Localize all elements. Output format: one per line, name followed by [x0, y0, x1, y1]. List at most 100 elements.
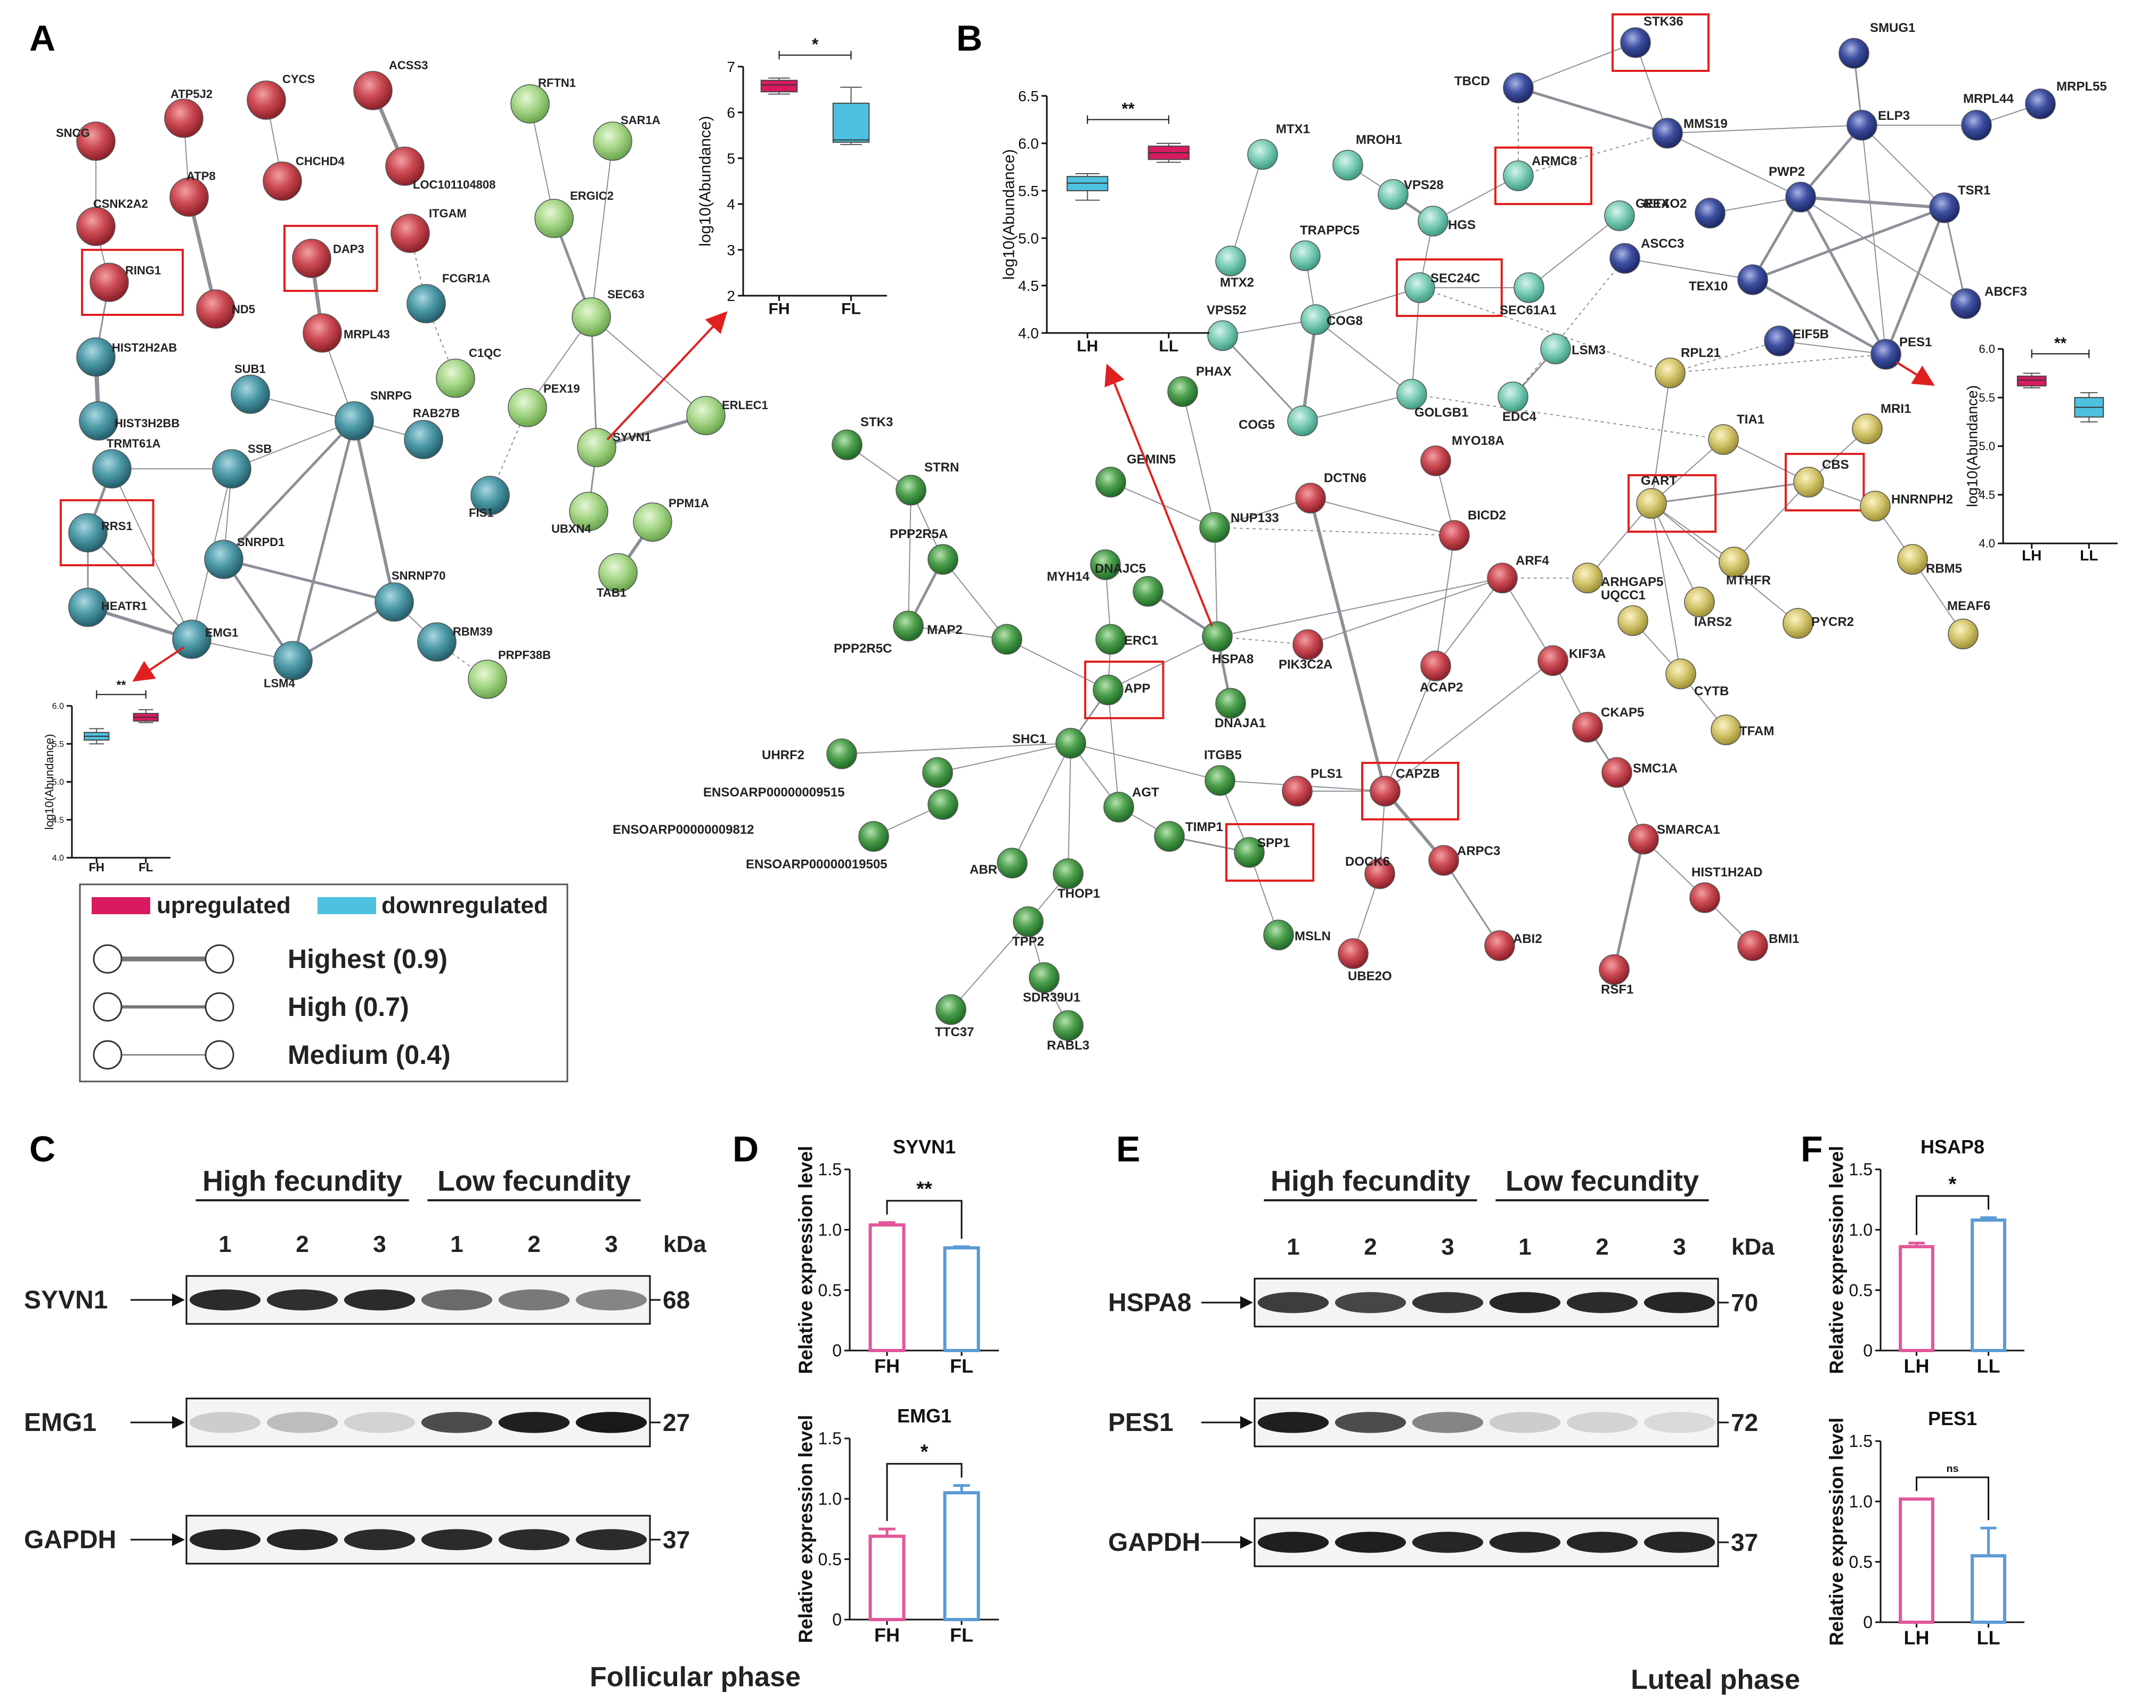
network-node-sec63[interactable]: SEC63: [572, 288, 645, 337]
network-node-rpl21[interactable]: RPL21: [1655, 346, 1721, 388]
network-node-abi2[interactable]: ABI2: [1484, 930, 1542, 961]
network-node-smc1a[interactable]: SMC1A: [1601, 757, 1678, 788]
network-node-itgb5[interactable]: ITGB5: [1204, 748, 1242, 796]
network-node-dock6[interactable]: DOCK6: [1345, 855, 1395, 889]
network-node-itgam[interactable]: ITGAM: [390, 207, 467, 253]
network-node-ensoarp00000019505[interactable]: ENSOARP00000019505: [746, 821, 889, 872]
network-node-rsf1[interactable]: RSF1: [1599, 954, 1633, 997]
network-node-edc4[interactable]: EDC4: [1498, 381, 1537, 424]
network-node-atp5j2[interactable]: ATP5J2: [164, 87, 213, 138]
network-node-lsm4[interactable]: LSM4: [264, 641, 313, 690]
network-node-emg1[interactable]: EMG1: [172, 620, 238, 659]
network-node-map2[interactable]: MAP2: [927, 623, 1022, 655]
network-node-arhgap5[interactable]: ARHGAP5: [1572, 563, 1663, 593]
network-node-ube2o[interactable]: UBE2O: [1338, 938, 1392, 983]
network-node-nd5[interactable]: ND5: [196, 289, 255, 329]
network-node-tex10[interactable]: TEX10: [1689, 264, 1768, 295]
network-node-ring1[interactable]: RING1: [81, 249, 184, 316]
network-node-ubxn4[interactable]: UBXN4: [551, 492, 608, 535]
network-node-ensoarp00000009812[interactable]: ENSOARP00000009812: [613, 789, 958, 837]
network-node-armc8[interactable]: ARMC8: [1494, 147, 1592, 205]
network-node-mthfr[interactable]: MTHFR: [1719, 547, 1771, 588]
network-node-pycr2[interactable]: PYCR2: [1783, 608, 1854, 639]
network-node-pes1[interactable]: PES1: [1870, 335, 1932, 370]
network-node-pex19[interactable]: PEX19: [508, 382, 580, 427]
network-node-tpp2[interactable]: TPP2: [1012, 906, 1044, 949]
network-node-thop1[interactable]: THOP1: [1053, 858, 1100, 901]
network-node-cog5[interactable]: COG5: [1239, 405, 1318, 436]
network-node-chchd4[interactable]: CHCHD4: [263, 154, 345, 201]
network-node-cbs[interactable]: CBS: [1785, 453, 1865, 511]
network-node-acss3[interactable]: ACSS3: [353, 59, 428, 110]
network-node-uqcc1[interactable]: UQCC1: [1601, 588, 1648, 636]
network-node-fcgr1a[interactable]: FCGR1A: [406, 272, 491, 323]
network-node-snrnp70[interactable]: SNRNP70: [375, 569, 445, 622]
network-node-eif5b[interactable]: EIF5B: [1764, 326, 1829, 356]
network-node-hist1h2ad[interactable]: HIST1H2AD: [1689, 865, 1762, 913]
network-node-stk3[interactable]: STK3: [832, 415, 893, 460]
network-node-ergic2[interactable]: ERGIC2: [534, 189, 614, 238]
network-node-erc1[interactable]: ERC1: [1095, 624, 1158, 655]
network-node-meaf6[interactable]: MEAF6: [1947, 599, 1990, 649]
network-node-ssb[interactable]: SSB: [212, 442, 272, 489]
network-node-nup133[interactable]: NUP133: [1199, 511, 1279, 543]
network-node-abcf3[interactable]: ABCF3: [1950, 284, 2027, 319]
network-node-cog8[interactable]: COG8: [1300, 304, 1363, 335]
network-node-mri1[interactable]: MRI1: [1852, 402, 1911, 444]
network-node-rexo2[interactable]: REXO2: [1644, 197, 1726, 229]
network-node-stk36[interactable]: STK36: [1612, 13, 1710, 72]
network-node-ppp2r5c[interactable]: PPP2R5C: [834, 611, 924, 656]
network-node-abr[interactable]: ABR: [970, 848, 1028, 879]
network-node-rftn1[interactable]: RFTN1: [510, 76, 576, 124]
network-node-ppm1a[interactable]: PPM1A: [633, 497, 709, 542]
network-node-phax[interactable]: PHAX: [1167, 364, 1232, 407]
network-node-mroh1[interactable]: MROH1: [1332, 133, 1402, 181]
network-node-sdr39u1[interactable]: SDR39U1: [1023, 962, 1080, 1005]
network-node-hspa8[interactable]: HSPA8: [1202, 621, 1254, 666]
network-node-ppp2r5a[interactable]: PPP2R5A: [890, 527, 958, 575]
network-node-vps52[interactable]: VPS52: [1207, 303, 1247, 351]
network-node-c1qc[interactable]: C1QC: [436, 346, 501, 398]
network-node-hgs[interactable]: HGS: [1418, 206, 1476, 237]
network-node-rbm5[interactable]: RBM5: [1897, 544, 1962, 576]
network-node-cycs[interactable]: CYCS: [247, 72, 315, 120]
network-node-tfam[interactable]: TFAM: [1711, 714, 1774, 745]
network-node-mrpl44[interactable]: MRPL44: [1961, 92, 2014, 141]
network-node-heatr1[interactable]: HEATR1: [68, 588, 147, 627]
network-node-pwp2[interactable]: PWP2: [1769, 165, 1816, 213]
network-node-snrpg[interactable]: SNRPG: [335, 389, 412, 441]
network-node-dnaja1[interactable]: DNAJA1: [1215, 688, 1266, 730]
network-node-strn[interactable]: STRN: [896, 460, 959, 506]
network-node-fis1[interactable]: FIS1: [469, 476, 510, 519]
network-node-loc101104808[interactable]: LOC101104808: [385, 147, 495, 191]
network-node-kif3a[interactable]: KIF3A: [1537, 645, 1606, 676]
network-node-cytb[interactable]: CYTB: [1665, 658, 1729, 698]
network-node-myh14[interactable]: MYH14: [1047, 549, 1121, 584]
network-node-arpc3[interactable]: ARPC3: [1428, 844, 1500, 876]
network-node-snrpd1[interactable]: SNRPD1: [204, 535, 284, 579]
network-node-trmt61a[interactable]: TRMT61A: [92, 437, 161, 489]
network-node-iars2[interactable]: IARS2: [1684, 587, 1732, 629]
network-node-smug1[interactable]: SMUG1: [1838, 21, 1915, 69]
network-node-dnajc5[interactable]: DNAJC5: [1095, 562, 1164, 607]
network-node-mrpl43[interactable]: MRPL43: [303, 313, 390, 353]
network-node-erlec1[interactable]: ERLEC1: [686, 396, 768, 435]
network-node-tia1[interactable]: TIA1: [1708, 412, 1764, 455]
network-node-elp3[interactable]: ELP3: [1846, 109, 1910, 141]
network-node-syvn1[interactable]: SYVN1: [577, 428, 651, 467]
network-node-ckap5[interactable]: CKAP5: [1572, 705, 1644, 743]
network-node-lsm3[interactable]: LSM3: [1540, 334, 1606, 364]
network-node-acap2[interactable]: ACAP2: [1420, 650, 1463, 695]
network-node-tbcd[interactable]: TBCD: [1454, 72, 1534, 103]
network-node-rabl3[interactable]: RABL3: [1047, 1010, 1089, 1053]
network-node-bicd2[interactable]: BICD2: [1439, 508, 1506, 551]
network-node-dap3[interactable]: DAP3: [283, 225, 378, 292]
network-node-get4[interactable]: GET4: [1604, 197, 1669, 231]
network-node-ascc3[interactable]: ASCC3: [1609, 237, 1684, 274]
network-node-prpf38b[interactable]: PRPF38B: [468, 648, 551, 699]
network-node-bmi1[interactable]: BMI1: [1737, 930, 1799, 961]
network-node-ensoarp00000009515[interactable]: ENSOARP00000009515: [703, 757, 953, 800]
network-node-mrpl55[interactable]: MRPL55: [2025, 79, 2107, 119]
network-node-sec24c[interactable]: SEC24C: [1396, 258, 1503, 317]
network-node-atp8[interactable]: ATP8: [169, 169, 216, 217]
